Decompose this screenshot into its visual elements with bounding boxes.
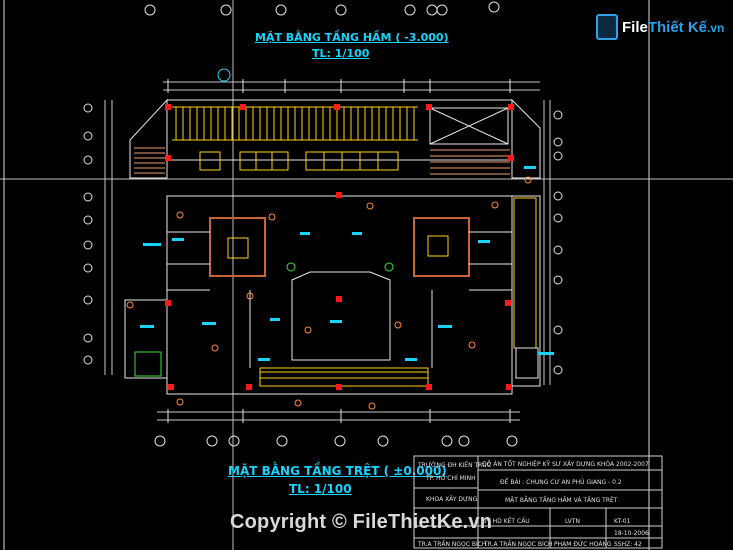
basement-plan-title: MẶT BẰNG TẦNG HẦM ( -3.000) bbox=[255, 31, 449, 44]
dimension-lines bbox=[104, 81, 551, 421]
tb-school-line1: TRƯỜNG ĐH KIẾN TRÚC bbox=[418, 462, 491, 469]
logo-brand-b: Thiết Kế bbox=[647, 18, 708, 36]
tb-school-line2: TP. HỒ CHÍ MINH bbox=[426, 475, 476, 482]
tb-drawing-name: MẶT BẰNG TẦNG HẦM VÀ TẦNG TRỆT bbox=[505, 497, 618, 504]
ground-floor-plan-scale: TL: 1/100 bbox=[289, 482, 352, 496]
structural-columns bbox=[165, 104, 514, 390]
room-label-tags bbox=[140, 166, 554, 361]
logo-suffix: .vn bbox=[707, 20, 725, 35]
tb-row3-mid: PHẠM ĐỨC HOÀNG bbox=[554, 541, 612, 548]
fixture-symbols bbox=[126, 176, 532, 410]
sheet-border bbox=[3, 0, 650, 550]
logo-brand-a: File bbox=[622, 18, 648, 36]
grid-axis-bubbles-left bbox=[83, 103, 93, 365]
tb-row1-c: KT-01 bbox=[614, 518, 631, 525]
tb-faculty: KHOA XÂY DỰNG bbox=[426, 496, 478, 503]
tb-row2-c: 18-10-2006 bbox=[614, 530, 649, 537]
ground-floor-plan bbox=[124, 195, 541, 395]
basement-plan bbox=[129, 98, 541, 179]
tb-project: ĐỒ ÁN TỐT NGHIỆP KỸ SƯ XÂY DỰNG KHÓA 200… bbox=[482, 461, 649, 468]
grid-axis-bubbles-top bbox=[144, 1, 500, 82]
tb-row3-b: TR.A TRẦN NGỌC BÍCH bbox=[484, 541, 553, 548]
tb-topic: ĐỀ BÀI : CHUNG CƯ AN PHÚ GIANG - 0.2 bbox=[500, 479, 622, 486]
basement-plan-scale: TL: 1/100 bbox=[312, 47, 370, 60]
dimension-ticks bbox=[167, 79, 511, 423]
logo-mark-icon bbox=[596, 14, 618, 40]
ground-floor-plan-title: MẶT BẰNG TẦNG TRỆT ( ±0.000) bbox=[228, 464, 447, 478]
grid-axis-bubbles-bottom bbox=[154, 435, 518, 447]
tb-row3-a: TR.A TRẦN NGỌC BÍCH bbox=[418, 541, 487, 548]
grid-axis-bubbles-right bbox=[553, 110, 563, 375]
tb-row1-a: GV HD KẾT CẤU bbox=[482, 518, 530, 525]
garden-symbols bbox=[286, 262, 394, 272]
copyright-watermark: Copyright © FileThietKe.vn bbox=[230, 511, 493, 533]
tb-row3-c: SSHZ: 42 bbox=[614, 541, 642, 548]
tb-row1-b: LVTN bbox=[565, 518, 580, 525]
site-logo: FileThiết Kế.vn bbox=[596, 14, 724, 40]
